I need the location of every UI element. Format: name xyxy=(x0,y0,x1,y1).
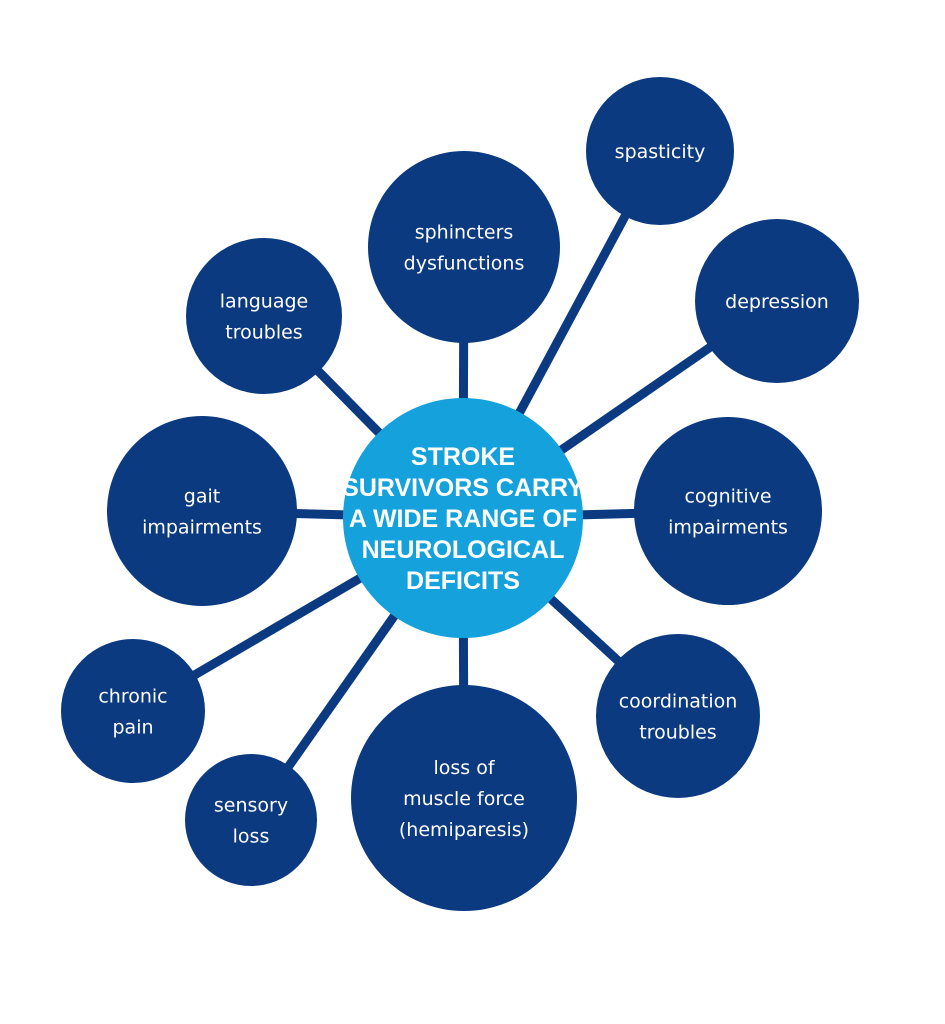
node-label: pain xyxy=(112,717,153,739)
node-circle xyxy=(586,77,734,225)
node-spasticity: spasticity xyxy=(586,77,734,225)
node-label: muscle force xyxy=(403,788,525,810)
node-label: coordination xyxy=(619,691,738,713)
node-label: loss xyxy=(233,826,270,848)
node-label: dysfunctions xyxy=(404,253,525,275)
node-label: troubles xyxy=(225,322,302,344)
node-label: troubles xyxy=(639,722,716,744)
center-label-line: STROKE xyxy=(411,443,515,471)
node-circle xyxy=(61,639,205,783)
node-circle xyxy=(695,219,859,383)
node-label: depression xyxy=(725,291,829,313)
node-label: cognitive xyxy=(684,486,771,508)
node-circle xyxy=(351,685,577,911)
center-label-line: NEUROLOGICAL xyxy=(362,536,565,564)
center-label-line: DEFICITS xyxy=(406,567,520,595)
center-circle xyxy=(343,398,583,638)
node-label: sensory xyxy=(214,795,288,817)
node-depression: depression xyxy=(695,219,859,383)
node-label: impairments xyxy=(668,517,788,539)
node-label: spasticity xyxy=(615,141,706,163)
node-chronic-pain: chronic pain xyxy=(61,639,205,783)
nodes: spasticity sphincters dysfunctions language… xyxy=(61,77,859,911)
node-language-troubles: language troubles xyxy=(186,238,342,394)
node-cognitive-impairments: cognitive impairments xyxy=(634,417,822,605)
node-circle xyxy=(107,416,297,606)
center-label-line: SURVIVORS CARRY xyxy=(342,474,584,502)
node-label: loss of xyxy=(433,757,495,779)
node-gait-impairments: gait impairments xyxy=(107,416,297,606)
center-label-line: A WIDE RANGE OF xyxy=(349,505,577,533)
node-sphincters-dysfunctions: sphincters dysfunctions xyxy=(368,151,560,343)
node-circle xyxy=(368,151,560,343)
node-coordination-troubles: coordination troubles xyxy=(596,634,760,798)
node-loss-of-muscle-force: loss of muscle force (hemiparesis) xyxy=(351,685,577,911)
node-label: gait xyxy=(184,486,220,508)
node-label: chronic xyxy=(98,686,167,708)
node-label: (hemiparesis) xyxy=(399,819,529,841)
node-label: language xyxy=(220,291,308,313)
node-circle xyxy=(185,754,317,886)
node-sensory-loss: sensory loss xyxy=(185,754,317,886)
node-circle xyxy=(596,634,760,798)
node-circle xyxy=(186,238,342,394)
node-circle xyxy=(634,417,822,605)
node-label: impairments xyxy=(142,517,262,539)
node-label: sphincters xyxy=(415,222,514,244)
center-node: STROKE SURVIVORS CARRY A WIDE RANGE OF NEUR… xyxy=(342,398,584,638)
